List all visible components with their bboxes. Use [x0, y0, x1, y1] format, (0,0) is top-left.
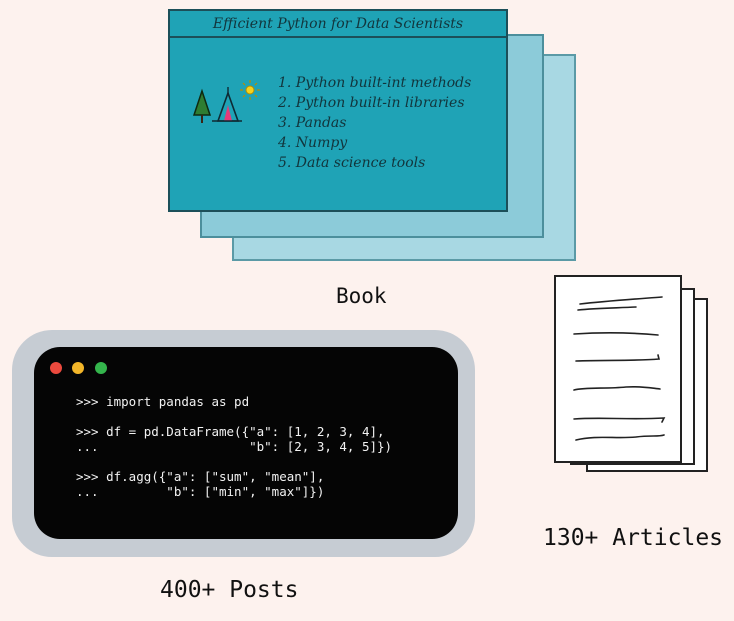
code-line: >>> df.agg({"a": ["sum", "mean"], [76, 469, 325, 484]
articles-caption: 130+ Articles [543, 525, 724, 551]
code-block: >>> import pandas as pd >>> df = pd.Data… [76, 394, 392, 499]
terminal-window: >>> import pandas as pd >>> df = pd.Data… [34, 347, 458, 539]
toc-item: 5. Data science tools [278, 155, 426, 171]
book-cover: Efficient Python for Data Scientists 1. … [168, 9, 508, 212]
posts-caption: 400+ Posts [160, 577, 299, 603]
book-caption: Book [336, 284, 387, 308]
toc-item: 1. Python built-int methods [278, 75, 472, 91]
toc-item: 4. Numpy [278, 135, 348, 151]
tree-icon [192, 88, 212, 123]
code-line: ... "b": ["min", "max"]}) [76, 484, 325, 499]
tent-icon [212, 87, 242, 122]
camping-illustration [192, 80, 260, 123]
book-title: Efficient Python for Data Scientists [170, 11, 506, 38]
book-table-of-contents: 1. Python built-int methods 2. Python bu… [278, 73, 471, 173]
window-dots-icon [72, 362, 84, 374]
article-page-front [554, 275, 682, 463]
code-line: >>> import pandas as pd [76, 394, 250, 409]
document-stack-icon [573, 296, 666, 441]
code-line: >>> df = pd.DataFrame({"a": [1, 2, 3, 4]… [76, 424, 385, 439]
toc-item: 3. Pandas [278, 115, 347, 131]
sun-icon [240, 80, 260, 100]
window-dots-icon [95, 362, 107, 374]
window-dots-icon [50, 362, 62, 374]
toc-item: 2. Python built-in libraries [278, 95, 465, 111]
code-line: ... "b": [2, 3, 4, 5]}) [76, 439, 393, 454]
